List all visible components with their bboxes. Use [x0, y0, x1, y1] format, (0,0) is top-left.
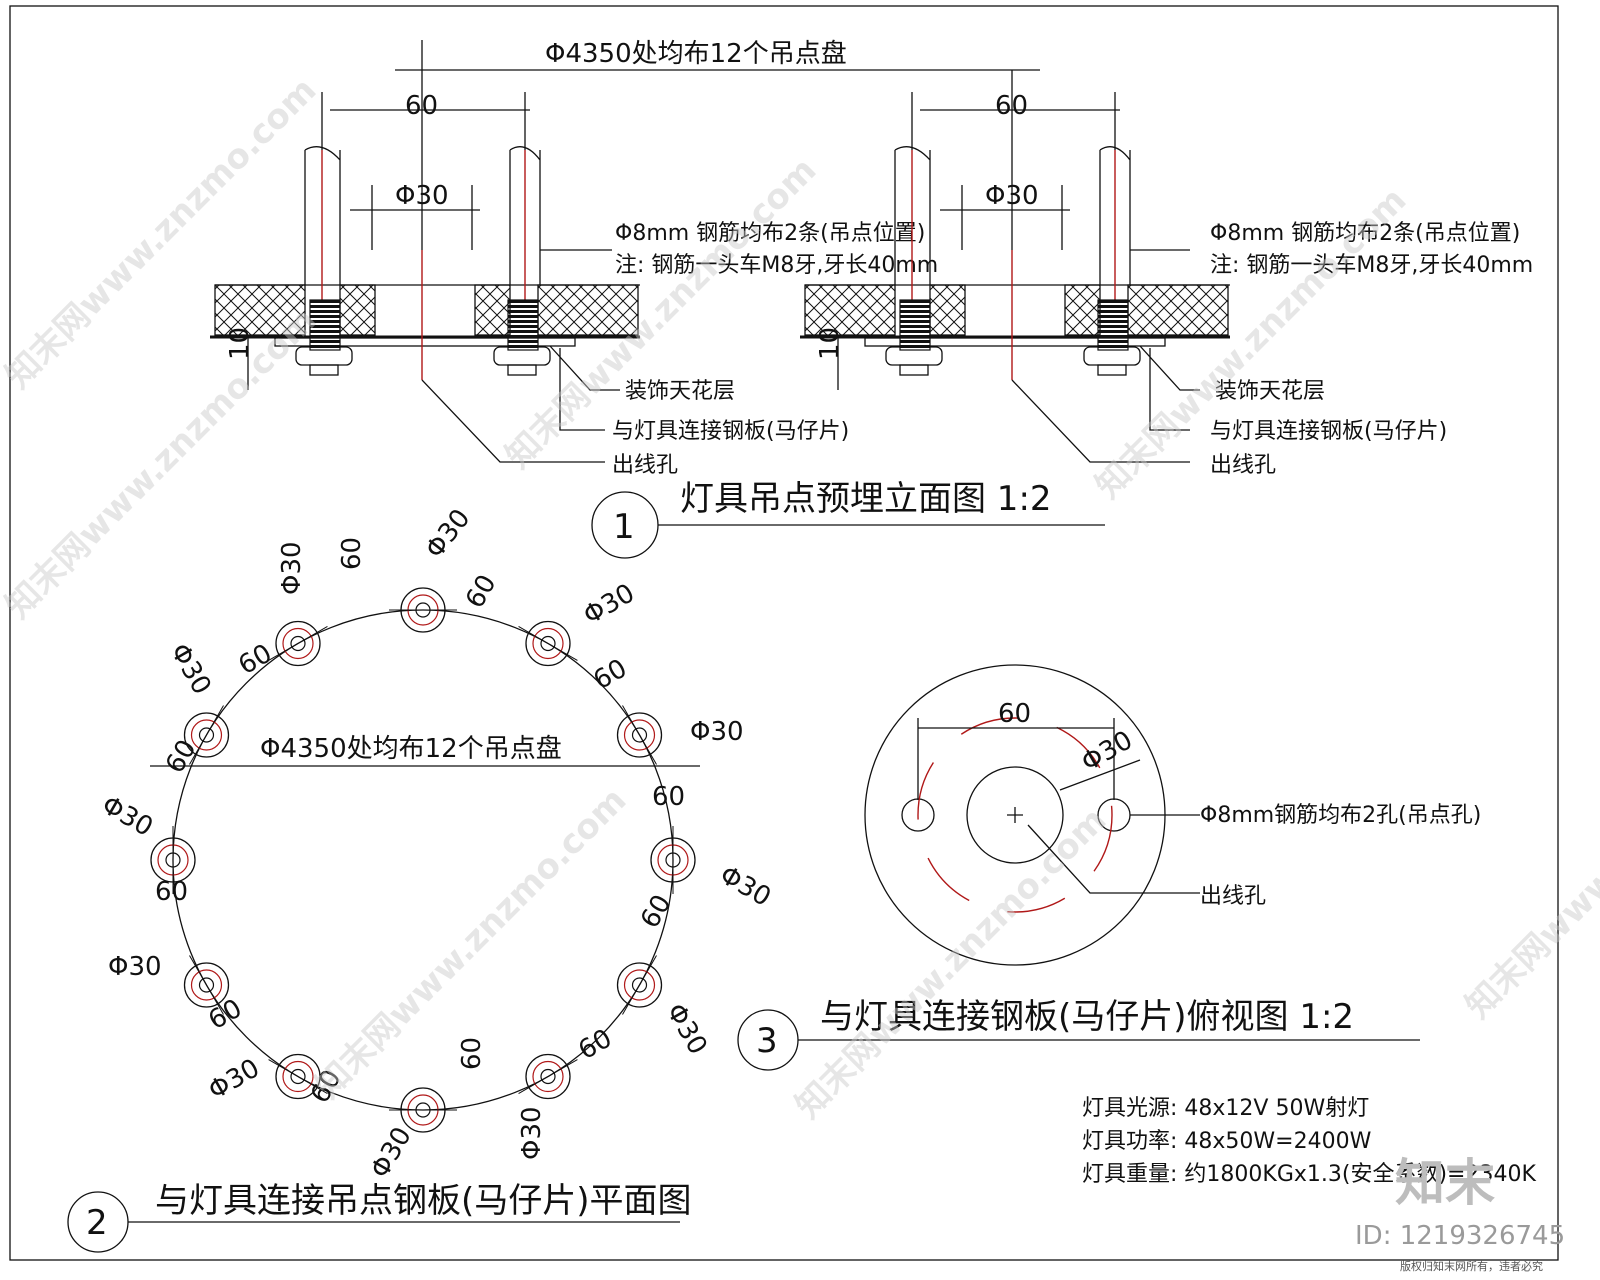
hanging-point-plate	[150, 826, 196, 894]
hanging-point-plate	[518, 1053, 578, 1100]
bolt-circle	[917, 717, 1113, 913]
elevation-gap-label-right: 10	[815, 327, 845, 360]
elevation-number: 1	[613, 507, 635, 547]
elevation-bore-label-right: Φ30	[985, 181, 1039, 211]
top-view	[864, 664, 1200, 966]
top-title: 与灯具连接钢板(马仔片)俯视图 1:2	[820, 997, 1354, 1037]
plan-spacing-label-10: 60	[155, 877, 188, 907]
hanging-point-plate	[268, 1053, 328, 1100]
ceiling-label-right: 装饰天花层	[1215, 379, 1325, 404]
plan-bore-label-4: Φ30	[715, 860, 776, 913]
spec-line-3: 灯具重量: 约1800KGx1.3(安全系数)=2340K	[1082, 1162, 1536, 1187]
plan-bore-label-11: Φ30	[164, 639, 217, 700]
plan-bore-label-7: Φ30	[365, 1122, 418, 1183]
top-rebar-hole-label: Φ8mm钢筋均布2孔(吊点孔)	[1200, 803, 1481, 828]
hanging-point-plate	[518, 620, 578, 667]
plan-bore-label-10: Φ30	[97, 790, 158, 843]
watermark-id: ID: 1219326745	[1355, 1221, 1565, 1251]
elevation-bore-label-left: Φ30	[395, 181, 449, 211]
top-width-label: 60	[998, 699, 1031, 729]
plan-title: 与灯具连接吊点钢板(马仔片)平面图	[155, 1181, 692, 1221]
hanging-point-plate	[183, 955, 230, 1015]
plan-bore-label-5: Φ30	[660, 999, 713, 1060]
hanging-point-plate	[650, 826, 696, 894]
anchor-assembly	[210, 40, 1040, 390]
plan-spacing-label-5: 60	[635, 890, 678, 934]
elevation-width-label-right: 60	[995, 91, 1028, 121]
plan-bore-label-1: Φ30	[420, 504, 477, 565]
plan-spacing-label-3: 60	[589, 654, 633, 697]
plan-spacing-label-1: 60	[337, 537, 367, 570]
plan-bore-label-6: Φ30	[517, 1106, 547, 1160]
rebar-note-line1-left: Φ8mm 钢筋均布2条(吊点位置)	[615, 221, 925, 246]
plan-spacing-label-11: 60	[160, 735, 203, 779]
hanging-point-plate	[183, 705, 230, 765]
elevation-width-label-left: 60	[405, 91, 438, 121]
rebar-note-line2-left: 注: 钢筋一头车M8牙,牙长40mm	[615, 253, 938, 278]
hanging-point-plate	[616, 955, 663, 1015]
plan-spacing-label-4: 60	[652, 782, 685, 812]
hanging-point-plate	[616, 705, 663, 765]
plan-bore-label-12: Φ30	[277, 541, 307, 595]
spec-line-2: 灯具功率: 48x50W=2400W	[1082, 1129, 1372, 1154]
ceiling-label-left: 装饰天花层	[625, 379, 735, 404]
plate-label-right: 与灯具连接钢板(马仔片)	[1210, 419, 1447, 444]
rebar-note-line1-right: Φ8mm 钢筋均布2条(吊点位置)	[1210, 221, 1520, 246]
wire-hole-circle	[966, 766, 1064, 864]
top-number: 3	[756, 1021, 778, 1061]
plate-group	[150, 587, 696, 1133]
plan-bore-label-8: Φ30	[204, 1053, 265, 1106]
plan-number: 2	[86, 1203, 108, 1243]
plan-center-label: Φ4350处均布12个吊点盘	[260, 734, 562, 764]
watermark-copyright: 版权归知末网所有，违者必究	[1400, 1259, 1543, 1273]
watermark-text-7: 知末网www.znzmo.com	[1458, 700, 1600, 1026]
plan-spacing-label-12: 60	[234, 639, 278, 682]
drawing-frame	[9, 5, 1559, 1261]
hole-label-left: 出线孔	[612, 453, 678, 478]
hole-label-right: 出线孔	[1210, 453, 1276, 478]
watermark-text-6: 知末网www.znzmo.com	[788, 800, 1114, 1126]
elevation-title: 灯具吊点预埋立面图 1:2	[680, 479, 1052, 519]
elevation-detail-right	[800, 70, 1230, 463]
plan-bore-label-9: Φ30	[108, 952, 162, 982]
plan-spacing-label-7: 60	[457, 1037, 487, 1070]
watermark-logo: 知末	[1395, 1154, 1495, 1212]
elevation-gap-label-left: 10	[225, 327, 255, 360]
top-hole-label: 出线孔	[1200, 884, 1266, 909]
rebar-note-line2-right: 注: 钢筋一头车M8牙,牙长40mm	[1210, 253, 1533, 278]
hanging-point-plate	[268, 620, 328, 667]
plate-label-left: 与灯具连接钢板(马仔片)	[612, 419, 849, 444]
hanging-point-plate	[389, 587, 457, 633]
spec-line-1: 灯具光源: 48x12V 50W射灯	[1082, 1096, 1369, 1121]
top-bore-label: Φ30	[1077, 725, 1138, 778]
plan-spacing-label-2: 60	[460, 570, 503, 614]
plan-view	[150, 587, 700, 1133]
plan-spacing-label-6: 60	[574, 1024, 618, 1067]
plan-bore-label-3: Φ30	[690, 717, 744, 747]
hanging-point-plate	[389, 1087, 457, 1133]
plan-bore-label-2: Φ30	[579, 578, 640, 631]
elevation-span-label: Φ4350处均布12个吊点盘	[545, 39, 847, 69]
elevation-detail-left	[210, 40, 1040, 463]
